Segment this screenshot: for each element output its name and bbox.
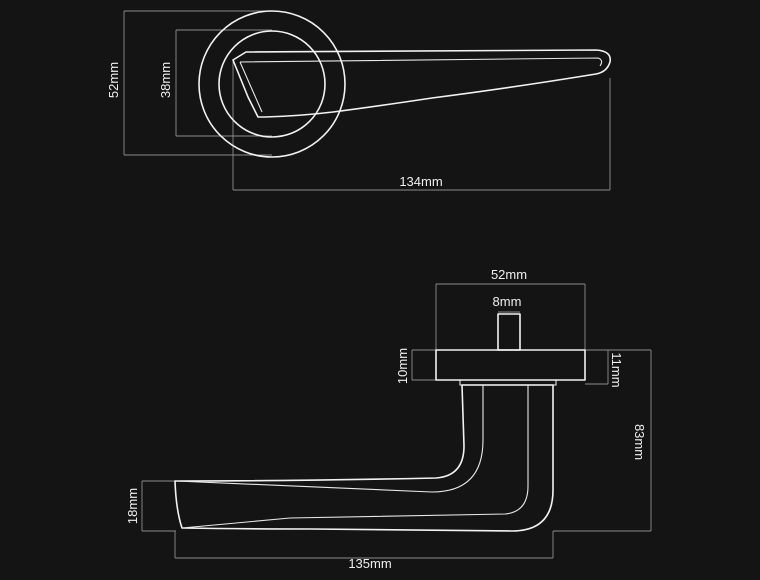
rose-height-dimension	[585, 349, 609, 385]
side-view	[141, 283, 652, 559]
lever-side-outline	[174, 384, 554, 532]
spindle	[497, 313, 521, 351]
lever-top-inner-edge	[239, 57, 603, 113]
lever-side-inner-curve	[175, 385, 484, 493]
rose-thickness-dimension	[411, 349, 436, 381]
inner-height-dimension	[175, 29, 272, 137]
outer-height-dimension	[123, 10, 272, 156]
lever-top-outline	[232, 49, 612, 118]
rose-height-label: 11mm	[609, 352, 624, 387]
spindle-label: 8mm	[493, 294, 522, 309]
length-dimension	[232, 60, 611, 191]
handle-length-label: 135mm	[348, 556, 391, 571]
rose-thickness-label: 10mm	[395, 348, 410, 384]
handle-thickness-dimension	[141, 480, 176, 532]
rose-width-dimension	[435, 283, 586, 350]
total-height-dimension	[553, 349, 652, 532]
rose-outer-circle	[198, 10, 346, 158]
rose-width-label: 52mm	[491, 267, 527, 282]
lever-side-neck-line	[181, 385, 529, 529]
inner-height-label: 38mm	[158, 62, 173, 98]
length-label: 134mm	[399, 174, 442, 189]
top-view	[123, 10, 612, 191]
outer-height-label: 52mm	[106, 62, 121, 98]
rose-inner-circle	[218, 30, 326, 138]
handle-length-dimension	[174, 531, 554, 559]
handle-thickness-label: 18mm	[125, 488, 140, 524]
rose-plate	[435, 349, 586, 381]
total-height-label: 83mm	[632, 424, 647, 460]
